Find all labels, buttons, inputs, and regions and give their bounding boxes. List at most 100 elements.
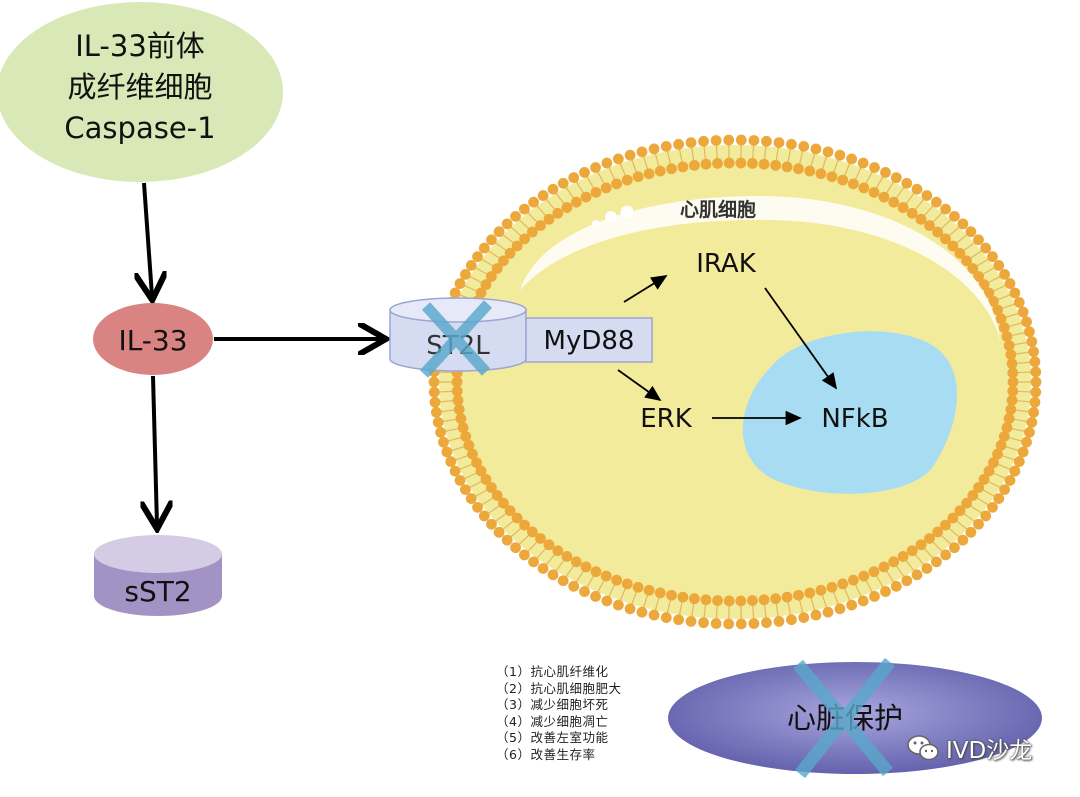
lipid-head	[501, 534, 513, 546]
lipid-head	[906, 545, 918, 557]
lipid-head	[890, 172, 902, 184]
lipid-head	[710, 618, 722, 629]
lipid-head	[1004, 475, 1016, 486]
lipid-head	[954, 247, 966, 259]
lipid-head	[441, 446, 453, 458]
lipid-head	[453, 404, 465, 415]
lipid-head	[1003, 413, 1015, 424]
lipid-head	[940, 233, 951, 245]
lipid-head	[826, 581, 838, 593]
lipid-head	[568, 172, 580, 184]
lipid-head	[931, 556, 942, 568]
lipid-head	[878, 561, 890, 573]
lipid-head	[837, 174, 849, 186]
lipid-head	[712, 595, 723, 606]
precursor-line-3: Caspase-1	[64, 111, 215, 145]
lipid-head	[435, 426, 446, 438]
lipid-head	[847, 178, 859, 190]
lipid-head	[998, 431, 1010, 442]
lipid-head	[761, 135, 772, 147]
lipid-head	[528, 196, 539, 208]
lipid-head	[931, 196, 942, 208]
lipid-head	[723, 618, 735, 630]
lipid-head	[869, 162, 880, 173]
lipid-head	[1026, 416, 1038, 428]
lipid-head	[967, 263, 979, 274]
lipid-head	[773, 137, 785, 148]
benefit-item: （5）改善左室功能	[496, 730, 609, 746]
lipid-head	[973, 518, 984, 530]
lipid-head	[1024, 326, 1035, 338]
il33-ellipse	[93, 303, 213, 375]
lipid-head	[457, 422, 469, 433]
lipid-head	[660, 140, 672, 152]
lipid-head	[804, 587, 816, 599]
lipid-head	[491, 490, 503, 501]
lipid-head	[579, 586, 590, 597]
lipid-head	[901, 575, 913, 587]
lipid-head	[611, 574, 623, 586]
lipid-head	[621, 578, 633, 590]
lipid-head	[993, 493, 1005, 504]
lipid-head	[987, 501, 998, 513]
lipid-head	[429, 396, 441, 408]
lipid-head	[924, 220, 935, 231]
lipid-head	[1021, 436, 1032, 448]
lipid-head	[673, 138, 684, 150]
lipid-head	[911, 183, 923, 195]
lipid-head	[940, 203, 951, 215]
lipid-head	[993, 260, 1005, 271]
lipid-head	[947, 240, 959, 252]
benefit-item: （4）减少细胞凋亡	[496, 713, 609, 729]
lipid-head	[643, 584, 655, 596]
lipid-head	[1009, 465, 1021, 477]
lipid-head	[897, 551, 909, 562]
benefit-list: （1）抗心肌纤维化 （2）抗心肌细胞肥大 （3）减少细胞坏死 （4）减少细胞凋亡…	[496, 664, 621, 764]
lipid-head	[543, 539, 555, 551]
lipid-head	[1017, 446, 1029, 458]
lipid-head	[1009, 287, 1021, 299]
lipid-head	[580, 191, 592, 203]
bubble-3	[592, 220, 600, 228]
lipid-head	[901, 177, 913, 189]
benefit-item: （3）减少细胞坏死	[496, 697, 609, 713]
lipid-head	[735, 134, 747, 146]
lipid-head	[1005, 349, 1017, 360]
lipid-head	[1007, 385, 1019, 397]
lipid-head	[666, 163, 677, 175]
lipid-head	[480, 279, 492, 291]
lipid-head	[834, 149, 846, 161]
lipid-head	[1007, 376, 1019, 388]
erk-label: ERK	[640, 404, 692, 434]
lipid-head	[557, 177, 569, 189]
lipid-head	[978, 279, 990, 291]
irak-label: IRAK	[696, 249, 756, 279]
lipid-head	[445, 456, 457, 467]
lipid-head	[511, 240, 523, 252]
lipid-head	[957, 534, 969, 546]
lipid-head	[688, 159, 700, 171]
lipid-head	[475, 465, 487, 477]
lipid-head	[1028, 346, 1040, 358]
lipid-head	[858, 570, 870, 582]
sst2-label: sST2	[124, 575, 191, 608]
sst2-cylinder	[94, 535, 222, 616]
lipid-head	[1013, 297, 1025, 308]
lipid-head	[570, 196, 582, 208]
lipid-head	[826, 171, 838, 183]
lipid-head	[537, 190, 549, 201]
lipid-head	[822, 606, 834, 618]
lipid-head	[1028, 406, 1040, 418]
lipid-head	[452, 394, 464, 406]
lipid-head	[940, 519, 951, 531]
nfkb-label: NFkB	[821, 404, 888, 434]
lipid-head	[992, 448, 1003, 460]
lipid-head	[428, 386, 440, 398]
lipid-head	[486, 518, 497, 530]
lipid-head	[600, 182, 612, 194]
watermark: IVD沙龙	[906, 733, 1032, 764]
lipid-head	[624, 149, 636, 161]
lipid-head	[988, 295, 999, 307]
lipid-head	[773, 616, 785, 627]
lipid-head	[810, 143, 822, 155]
